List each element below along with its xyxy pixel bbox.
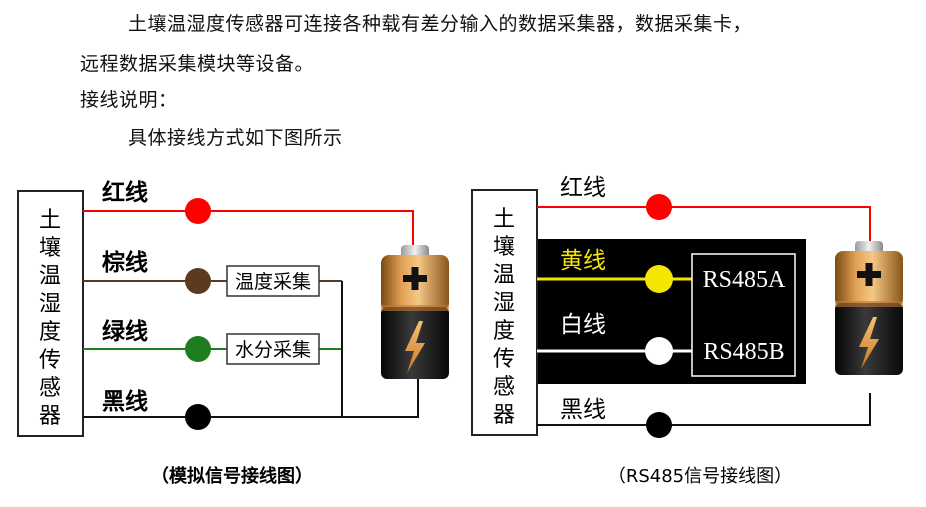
wiring-heading: 接线说明： [80,89,178,111]
sensor-box [17,190,84,437]
battery-icon [835,241,903,375]
analog-wiring-diagram: 土 壤 温 湿 度 传 感 器 红线 棕线 温度采集 绿线 水分采集 黑线 （模… [17,179,449,487]
red-wire-label: 红线 [102,179,148,206]
green-wire-label: 绿线 [102,318,148,345]
intro-paragraph-continued: 远程数据采集模块等设备。 [80,53,315,75]
wiring-instruction: 具体接线方式如下图所示 [128,127,343,149]
red-wire-label: 红线 [560,175,606,201]
rs485-diagram-caption: （RS485信号接线图） [608,466,792,487]
brown-wire-label: 棕线 [102,249,148,276]
brown-wire-terminal [185,268,211,294]
analog-diagram-caption: （模拟信号接线图） [151,465,313,487]
sensor-char: 感 [493,375,515,400]
sensor-char: 度 [39,320,61,345]
white-wire-label: 白线 [560,312,606,338]
sensor-char: 壤 [39,236,61,261]
sensor-char: 土 [39,208,61,233]
sensor-char: 传 [493,347,515,372]
rs485-signal-panel [537,239,806,384]
black-wire-terminal [646,412,672,438]
sensor-char: 湿 [39,292,61,317]
yellow-wire-label: 黄线 [560,248,606,274]
sensor-char: 温 [493,263,515,288]
black-wire-label: 黑线 [560,397,606,423]
red-wire [537,206,871,243]
red-wire [83,210,414,248]
sensor-char: 器 [39,404,61,429]
red-wire-terminal [646,194,672,220]
black-wire-label: 黑线 [102,388,148,415]
battery-icon [381,245,449,379]
temperature-collector-box [226,265,320,297]
sensor-char: 温 [39,264,61,289]
moisture-collector-label: 水分采集 [235,339,311,361]
sensor-char: 土 [493,207,515,232]
sensor-char: 湿 [493,291,515,316]
rs485-terminal-box [691,253,796,377]
moisture-collector-box [226,333,320,365]
sensor-char: 度 [493,319,515,344]
sensor-char: 壤 [493,235,515,260]
rs485a-label: RS485A [703,267,786,293]
sensor-char: 感 [39,376,61,401]
red-wire-terminal [185,198,211,224]
rs485b-label: RS485B [703,339,784,365]
white-wire-terminal [645,337,673,365]
sensor-char: 传 [39,348,61,373]
intro-paragraph: 土壤温湿度传感器可连接各种载有差分输入的数据采集器，数据采集卡， [128,13,753,35]
yellow-wire-terminal [645,265,673,293]
temperature-collector-label: 温度采集 [235,271,311,293]
sensor-char: 器 [493,403,515,428]
green-wire-terminal [185,336,211,362]
black-wire-terminal [185,404,211,430]
sensor-box [471,189,538,436]
rs485-wiring-diagram: 土 壤 温 湿 度 传 感 器 红线 黄线 白线 RS485A RS485B 黑… [471,175,903,487]
